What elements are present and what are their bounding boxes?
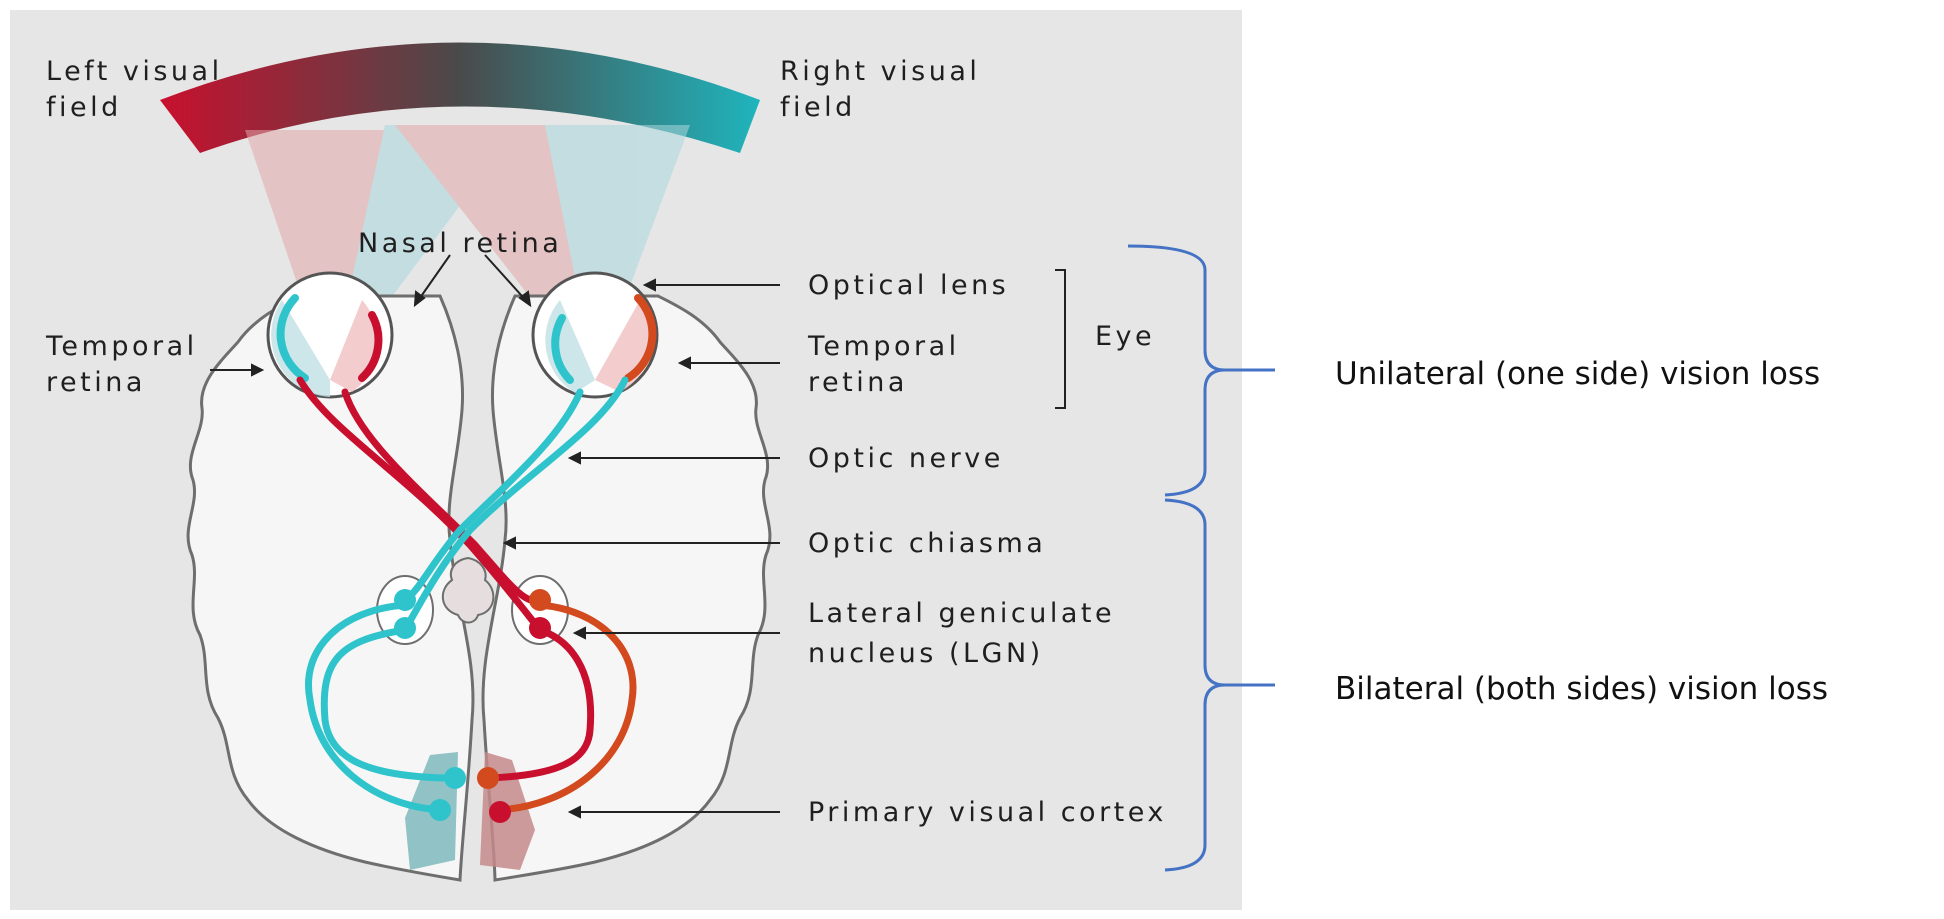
label-lgn-line1: Lateral geniculate (808, 598, 1115, 629)
lgn-dot-left-bottom (394, 617, 416, 639)
lgn-dot-left-top (394, 589, 416, 611)
label-temporal-retina-left-line2: retina (46, 367, 146, 398)
label-lgn-line2: nucleus (LGN) (808, 638, 1044, 669)
left-eye (268, 273, 392, 397)
lgn-dot-right-bottom (529, 617, 551, 639)
label-right-field-line2: field (780, 92, 856, 123)
cortex-dot-right-top (477, 767, 499, 789)
cortex-dot-left-top (444, 767, 466, 789)
label-temporal-retina-right-line1: Temporal (807, 331, 960, 362)
right-eye (533, 273, 657, 397)
lgn-dot-right-top (529, 589, 551, 611)
label-optic-nerve: Optic nerve (808, 443, 1004, 474)
label-left-field-line2: field (46, 92, 122, 123)
annotation-unilateral: Unilateral (one side) vision loss (1335, 356, 1820, 392)
label-left-field-line1: Left visual (46, 56, 223, 87)
label-optical-lens: Optical lens (808, 270, 1009, 301)
label-nasal-retina: Nasal retina (358, 228, 562, 259)
cortex-dot-right-bottom (489, 801, 511, 823)
label-right-field-line1: Right visual (780, 56, 980, 87)
label-optic-chiasma: Optic chiasma (808, 528, 1046, 559)
label-eye: Eye (1095, 321, 1155, 352)
label-primary-visual-cortex: Primary visual cortex (808, 797, 1167, 828)
label-temporal-retina-right-line2: retina (808, 367, 908, 398)
cortex-dot-left-bottom (429, 799, 451, 821)
annotation-bilateral: Bilateral (both sides) vision loss (1335, 671, 1828, 707)
label-temporal-retina-left-line1: Temporal (45, 331, 198, 362)
